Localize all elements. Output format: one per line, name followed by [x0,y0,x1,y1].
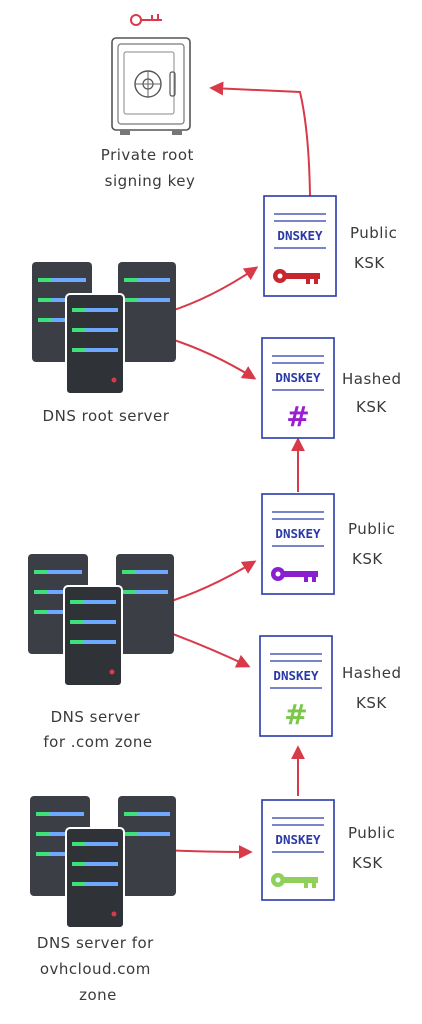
server-label-line: ovhcloud.com [40,960,151,978]
server-unit [65,827,125,929]
server-unit [65,293,125,395]
hash-symbol: # [286,400,309,433]
server-label-line: zone [79,986,117,1004]
doc-side-label-line: KSK [352,854,383,872]
vault-label-line: signing key [105,172,196,190]
dns-ovhcloud-server-icon [30,796,176,929]
dnskey-document: DNSKEY [263,195,337,297]
doc-side-label: Public KSK [350,224,403,272]
vault-label: Private root signing key [101,146,199,190]
doc-side-label-line: Public [348,520,395,538]
public-key-icon [271,567,318,582]
dns-com-server-icon [28,554,174,687]
server-label-line: DNS server [51,708,141,726]
arrow-com-to-hashed [161,629,251,668]
doc-side-label-line: Public [350,224,397,242]
doc-side-label-line: KSK [354,254,385,272]
dnskey-document: DNSKEY [261,799,335,901]
dns-com-server-label: DNS server for .com zone [43,708,152,751]
hash-symbol: # [284,698,307,731]
server-unit [63,585,123,687]
dns-ovhcloud-server-label: DNS server for ovhcloud.com zone [37,934,159,1004]
dns-root-server-icon [32,262,176,395]
doc-side-label: Hashed KSK [342,370,407,416]
dns-root-server-label: DNS root server [43,407,170,425]
doc-side-label-line: KSK [352,550,383,568]
doc-side-label-line: Hashed [342,370,402,388]
arrow-root-to-public [167,266,259,313]
dnskey-title: DNSKEY [275,370,321,385]
doc-side-label-line: KSK [356,398,387,416]
doc-side-label-line: KSK [356,694,387,712]
server-unit [118,796,176,896]
arrow-com-to-public [161,560,257,605]
vault-safe-icon [111,37,191,135]
server-label-line: DNS server for [37,934,154,952]
server-unit [116,554,174,654]
doc-side-label: Public KSK [348,824,401,872]
public-key-icon [273,269,320,284]
vault-label-line: Private root [101,146,194,164]
arrow-to-private-key [209,81,311,197]
doc-side-label: Public KSK [348,520,401,568]
public-key-icon [271,873,318,888]
dnskey-title: DNSKEY [277,228,323,243]
doc-side-label-line: Hashed [342,664,402,682]
dnskey-title: DNSKEY [273,668,319,683]
doc-side-label-line: Public [348,824,395,842]
dnskey-document: DNSKEY # [259,635,333,737]
server-unit [118,262,176,362]
server-label-line: DNS root server [43,407,170,425]
doc-side-label: Hashed KSK [342,664,407,712]
arrow-root-to-hashed [167,337,257,380]
dnskey-title: DNSKEY [275,526,321,541]
dnskey-title: DNSKEY [275,832,321,847]
private-key-icon [130,14,162,26]
dnskey-document: DNSKEY # [261,337,335,439]
dnskey-document: DNSKEY [261,493,335,595]
server-label-line: for .com zone [43,733,152,751]
